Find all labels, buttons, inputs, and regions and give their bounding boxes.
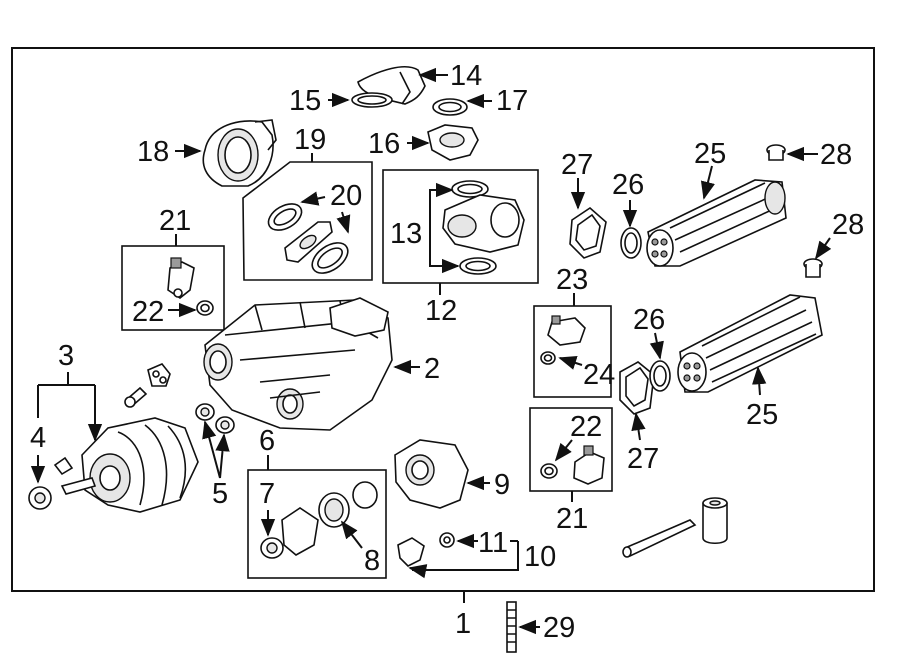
part-11-seal[interactable] xyxy=(439,532,455,548)
part-27-gasket-lower[interactable] xyxy=(619,361,655,415)
callout-27-lower: 27 xyxy=(627,443,659,475)
part-22-o-ring-upper[interactable] xyxy=(196,300,214,316)
part-5-bushings[interactable] xyxy=(195,403,235,434)
callout-17: 17 xyxy=(496,85,528,117)
part-28-plug-upper[interactable] xyxy=(766,144,786,161)
part-23-sensor[interactable] xyxy=(547,315,586,346)
callout-21-lower: 21 xyxy=(556,503,588,535)
part-26-seal-lower[interactable] xyxy=(649,360,671,392)
callout-28-lower: 28 xyxy=(832,209,864,241)
callout-28-upper: 28 xyxy=(820,139,852,171)
part-17-o-ring[interactable] xyxy=(432,98,468,116)
part-10-sensor[interactable] xyxy=(397,537,425,567)
callout-22-lower: 22 xyxy=(570,411,602,443)
callout-25-upper: 25 xyxy=(694,138,726,170)
callout-9: 9 xyxy=(494,469,510,501)
part-25-intercooler-upper[interactable] xyxy=(646,179,787,267)
part-21-sensor-upper[interactable] xyxy=(167,257,195,299)
part-28-plug-lower[interactable] xyxy=(803,258,823,278)
callout-25-lower: 25 xyxy=(746,399,778,431)
callout-21-upper: 21 xyxy=(159,205,191,237)
callout-19: 19 xyxy=(294,124,326,156)
callout-11: 11 xyxy=(478,527,508,559)
callout-24: 24 xyxy=(583,359,615,391)
callout-2: 2 xyxy=(424,353,440,385)
part-3-compressor[interactable] xyxy=(53,417,199,513)
callout-26-lower: 26 xyxy=(633,304,665,336)
callout-14: 14 xyxy=(450,60,482,92)
box-12 xyxy=(382,169,539,284)
part-27-gasket-upper[interactable] xyxy=(569,206,607,259)
part-bolt-bracket[interactable] xyxy=(124,363,171,408)
filter-element[interactable] xyxy=(702,497,728,545)
callout-15: 15 xyxy=(289,85,321,117)
part-15-gasket[interactable] xyxy=(351,92,393,108)
callout-20: 20 xyxy=(330,180,362,212)
callout-13: 13 xyxy=(390,218,422,250)
part-16-flange[interactable] xyxy=(427,124,479,161)
callout-26-upper: 26 xyxy=(612,169,644,201)
callout-8: 8 xyxy=(364,545,380,577)
callout-18: 18 xyxy=(137,136,169,168)
part-22-o-ring-lower[interactable] xyxy=(540,463,558,479)
part-26-seal-upper[interactable] xyxy=(620,227,642,259)
leader-lines xyxy=(30,67,832,635)
part-18-throttle-body[interactable] xyxy=(202,119,277,187)
box-23 xyxy=(533,305,612,398)
callout-6: 6 xyxy=(259,425,275,457)
part-9-housing[interactable] xyxy=(394,439,469,509)
callouts: 1 2 3 4 5 6 7 8 9 10 11 12 13 14 15 16 1… xyxy=(30,60,864,644)
part-21-sensor-lower[interactable] xyxy=(573,445,605,485)
diagram-frame xyxy=(11,47,875,592)
part-4-washer[interactable] xyxy=(28,486,52,510)
part-7-pulley[interactable] xyxy=(260,507,319,559)
callout-27-upper: 27 xyxy=(561,149,593,181)
callout-5: 5 xyxy=(212,478,228,510)
box-21-upper xyxy=(121,245,225,331)
part-24-o-ring[interactable] xyxy=(540,351,556,365)
callout-3: 3 xyxy=(58,340,74,372)
callout-4: 4 xyxy=(30,422,46,454)
tool-rod[interactable] xyxy=(622,519,697,558)
box-19 xyxy=(242,161,373,281)
callout-16: 16 xyxy=(368,128,400,160)
part-20-seal-kit[interactable] xyxy=(264,198,353,279)
callout-10: 10 xyxy=(524,541,556,573)
part-13-throttle-housing[interactable] xyxy=(442,180,525,275)
callout-1: 1 xyxy=(455,608,471,640)
part-29-stud[interactable] xyxy=(506,601,517,653)
callout-22-upper: 22 xyxy=(132,296,164,328)
callout-29: 29 xyxy=(543,612,575,644)
part-2-supercharger[interactable] xyxy=(203,297,393,431)
box-6 xyxy=(247,469,387,579)
part-8-coupler[interactable] xyxy=(318,481,378,528)
part-25-intercooler-lower[interactable] xyxy=(677,294,823,393)
callout-23: 23 xyxy=(556,264,588,296)
callout-12: 12 xyxy=(425,295,457,327)
callout-7: 7 xyxy=(259,478,275,510)
